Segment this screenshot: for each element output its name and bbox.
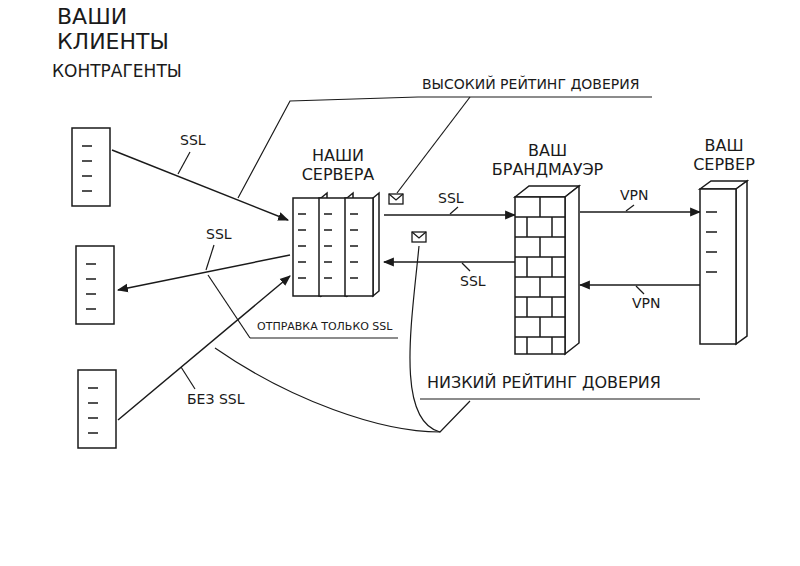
node-heading: ВАШ БРАНДМАУЭР <box>482 142 614 179</box>
envelope-body <box>389 194 403 204</box>
brick-joints <box>515 197 565 354</box>
envelope-icons <box>389 194 426 242</box>
leader-line <box>178 152 190 174</box>
server-stack-shape <box>292 190 384 298</box>
underline <box>418 96 652 97</box>
envelope-body <box>412 232 426 242</box>
leader-line <box>181 367 195 389</box>
line-label: БЕЗ SSL <box>185 391 246 407</box>
leader-line <box>397 97 470 193</box>
leader-line <box>215 348 440 432</box>
server-tower-shape <box>700 180 748 345</box>
node-heading: ВАШ СЕРВЕР <box>674 137 774 174</box>
server-body <box>78 370 116 448</box>
server-body <box>72 128 110 206</box>
server-slots <box>82 146 92 191</box>
connector-label: SSL <box>458 273 488 289</box>
wall-side <box>565 186 579 354</box>
connector-arrow <box>384 261 515 263</box>
arrow-line <box>118 276 290 420</box>
leader-line <box>462 263 470 271</box>
node-heading: НАШИ СЕРВЕРА <box>282 147 394 184</box>
line-label: SSL <box>178 132 208 148</box>
connector-arrow <box>384 214 515 216</box>
connector-arrow <box>580 211 700 213</box>
client-server <box>76 246 114 324</box>
connector-arrow <box>580 284 700 286</box>
leader-lines <box>178 97 700 432</box>
leader-line <box>626 205 634 211</box>
leader-line <box>206 245 214 270</box>
connector-label: VPN <box>618 187 651 203</box>
server-slots <box>86 264 96 309</box>
envelope-flap <box>389 194 403 200</box>
arrow-line <box>118 255 290 290</box>
envelope-icon <box>389 194 403 204</box>
note-label: НИЗКИЙ РЕЙТИНГ ДОВЕРИЯ <box>425 374 663 392</box>
leader-line <box>208 275 250 338</box>
wall-outline <box>515 186 579 354</box>
server-side <box>373 193 379 296</box>
server-slots <box>298 214 306 278</box>
firewall: ВАШ БРАНДМАУЭР <box>515 185 580 355</box>
server-tower: ВАШ СЕРВЕР <box>700 180 748 345</box>
group-heading: ВАШИ КЛИЕНТЫ <box>55 4 209 55</box>
client-servers <box>72 128 116 448</box>
underline <box>250 337 398 338</box>
envelope-icon <box>412 232 426 242</box>
group-subheading: КОНТРАГЕНТЫ <box>50 62 184 82</box>
server-slots <box>88 388 98 433</box>
client-arrows <box>112 150 290 420</box>
client-server <box>72 128 110 206</box>
stack-outline <box>293 193 379 296</box>
server-slots <box>350 214 358 278</box>
server-stack: НАШИ СЕРВЕРА <box>292 190 384 298</box>
envelope-flap <box>412 232 426 238</box>
connector-label: SSL <box>436 190 466 206</box>
server-body <box>319 198 347 296</box>
wall-front <box>515 197 565 354</box>
server-slots <box>324 214 332 278</box>
firewall-shape <box>515 185 580 355</box>
note-label: ВЫСОКИЙ РЕЙТИНГ ДОВЕРИЯ <box>420 76 641 92</box>
leader-line <box>450 207 458 214</box>
note-label: ОТПРАВКА ТОЛЬКО SSL <box>255 321 394 334</box>
connector-label: VPN <box>630 295 663 311</box>
line-label: SSL <box>204 226 234 242</box>
server-body <box>293 198 321 296</box>
underline <box>420 398 700 399</box>
server-body <box>345 198 373 296</box>
arrow-line <box>112 150 288 220</box>
client-server <box>78 370 116 448</box>
tower-outline <box>700 181 747 344</box>
server-body <box>76 246 114 324</box>
leader-line <box>238 97 418 198</box>
leader-line <box>636 286 644 294</box>
server-body <box>700 189 736 344</box>
server-side <box>736 181 747 344</box>
server-slots <box>706 212 717 272</box>
